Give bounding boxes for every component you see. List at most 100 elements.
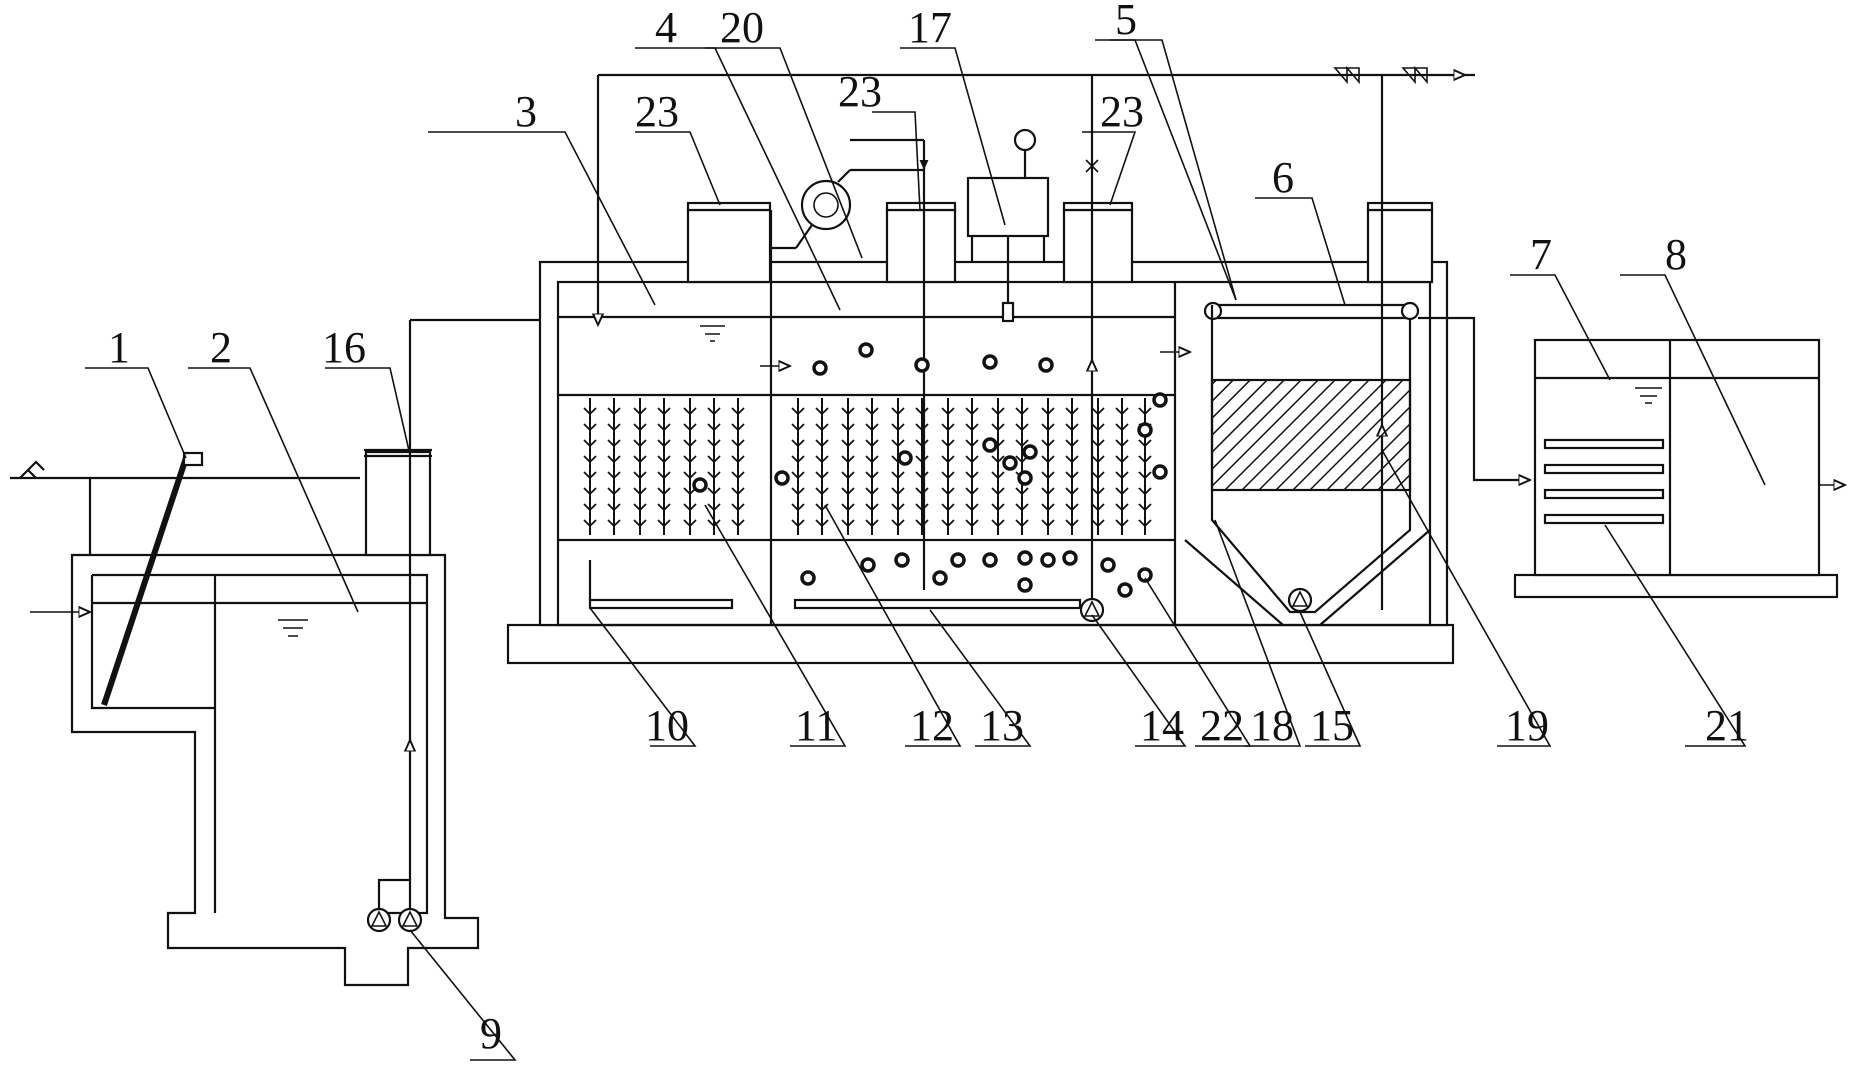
media-particle [1002,455,1018,471]
media-particle [1117,582,1133,598]
carrier-fiber [607,455,621,464]
carrier-fiber [915,503,929,512]
carrier-fiber [1138,455,1152,464]
carrier-fiber [815,455,829,464]
carrier-fiber [1091,407,1105,416]
carrier-fiber [1015,487,1029,496]
media-particle [692,477,708,493]
carrier-fiber [1065,439,1079,448]
carrier-fiber [1091,439,1105,448]
carrier-fiber [707,455,721,464]
label-23c: 23 [1100,87,1144,136]
carrier-fiber [1065,423,1079,432]
label-3: 3 [515,87,537,136]
carrier-fiber [865,519,879,528]
carrier-fiber [1041,439,1055,448]
carrier-fiber [841,487,855,496]
carrier-fiber [707,423,721,432]
settling-filter-zone [1184,301,1530,626]
carrier-fiber [583,471,597,480]
carrier-fiber [583,487,597,496]
carrier-fiber [1015,423,1029,432]
media-particle [1017,470,1033,486]
label-20: 20 [720,3,764,52]
carrier-fiber [791,439,805,448]
media-particle [894,552,910,568]
label-5: 5 [1115,0,1137,44]
carrier-fiber [841,407,855,416]
carrier-fiber [865,487,879,496]
carrier-fiber [1115,423,1129,432]
media-particle [1152,464,1168,480]
carrier-fiber [791,471,805,480]
label-2: 2 [210,323,232,372]
media-particle [950,552,966,568]
carrier-fiber [731,519,745,528]
carrier-fiber [707,471,721,480]
label-10: 10 [645,701,689,750]
label-4: 4 [655,3,677,52]
carrier-fiber [941,503,955,512]
carrier-fiber [965,423,979,432]
carrier-fiber [915,407,929,416]
carrier-fiber [815,487,829,496]
carrier-fiber [1041,423,1055,432]
carrier-fiber [607,439,621,448]
carrier-fiber [1115,455,1129,464]
media-particle [1062,550,1078,566]
media-particle [1137,422,1153,438]
carrier-fiber [1138,487,1152,496]
media-particle [858,342,874,358]
carrier-fiber [965,439,979,448]
carrier-fiber [657,455,671,464]
carrier-fiber [1115,487,1129,496]
carrier-fiber [707,487,721,496]
carrier-fiber [583,455,597,464]
media-particle [1017,550,1033,566]
carrier-fiber [683,423,697,432]
carrier-fiber [865,471,879,480]
label-16: 16 [322,323,366,372]
label-15: 15 [1310,701,1354,750]
carrier-fiber [991,487,1005,496]
carrier-fiber [991,423,1005,432]
carrier-fiber [1115,503,1129,512]
carrier-fiber [657,503,671,512]
carrier-fiber [1138,503,1152,512]
carrier-fiber [815,471,829,480]
carrier-fiber [683,439,697,448]
carrier-fiber [891,487,905,496]
label-23b: 23 [838,67,882,116]
carrier-fiber [657,471,671,480]
clear-water-tanks [1513,338,1845,599]
carrier-fiber [841,423,855,432]
carrier-fiber [965,519,979,528]
carrier-fiber [1138,519,1152,528]
carrier-fiber [1041,487,1055,496]
carrier-fiber [915,455,929,464]
media-particle [914,357,930,373]
carrier-fiber [683,455,697,464]
label-13: 13 [980,701,1024,750]
media-particle [812,360,828,376]
carrier-fiber [1138,407,1152,416]
carrier-fiber [991,407,1005,416]
carrier-fiber [941,423,955,432]
carrier-fiber [607,487,621,496]
carrier-fiber [583,407,597,416]
carrier-fiber [791,423,805,432]
carrier-fiber [841,439,855,448]
carrier-fiber [841,455,855,464]
carrier-fiber [633,487,647,496]
carrier-fiber [841,471,855,480]
carrier-fiber [1015,439,1029,448]
carrier-fiber [865,423,879,432]
carrier-fiber [1041,471,1055,480]
carrier-fiber [791,503,805,512]
carrier-fiber [731,439,745,448]
media-particle [982,437,998,453]
carrier-fiber [1091,423,1105,432]
carrier-fiber [1065,455,1079,464]
carrier-fiber [633,439,647,448]
carrier-fiber [915,519,929,528]
